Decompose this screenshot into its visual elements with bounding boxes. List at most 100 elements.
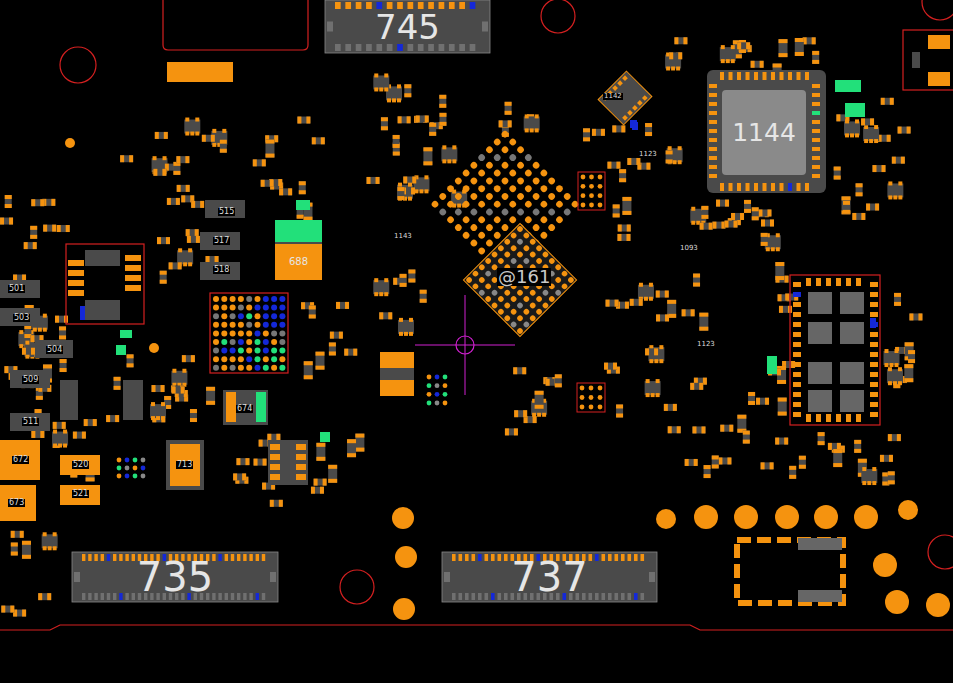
pin bbox=[641, 554, 645, 561]
pad bbox=[789, 466, 796, 470]
component-body bbox=[737, 42, 750, 49]
pad bbox=[261, 180, 265, 187]
ic-body bbox=[441, 147, 457, 161]
ball bbox=[461, 184, 470, 193]
ball bbox=[117, 466, 122, 471]
ball bbox=[541, 301, 549, 309]
pin bbox=[485, 593, 489, 600]
pin bbox=[793, 302, 801, 307]
component-body bbox=[176, 156, 189, 163]
pin bbox=[812, 129, 820, 133]
component-body bbox=[724, 221, 737, 228]
pad bbox=[188, 248, 192, 252]
ball bbox=[271, 305, 277, 311]
component-body bbox=[592, 129, 605, 136]
pad bbox=[164, 396, 171, 400]
pad bbox=[68, 280, 84, 286]
pin bbox=[627, 110, 633, 116]
ball bbox=[246, 313, 252, 319]
ball bbox=[503, 251, 511, 259]
pin bbox=[628, 554, 632, 561]
component-body bbox=[398, 116, 411, 123]
pad bbox=[345, 302, 349, 309]
pin bbox=[870, 392, 878, 397]
pin bbox=[113, 554, 116, 561]
pad bbox=[646, 393, 650, 397]
ball bbox=[522, 308, 530, 316]
pin bbox=[812, 147, 820, 151]
pad bbox=[712, 455, 719, 459]
ball bbox=[465, 276, 473, 284]
pad bbox=[862, 467, 866, 471]
ball bbox=[531, 176, 540, 185]
pad bbox=[68, 270, 84, 276]
pin bbox=[780, 183, 784, 191]
ic-body bbox=[42, 534, 58, 548]
component-body bbox=[31, 199, 44, 206]
ball bbox=[497, 257, 505, 265]
pad bbox=[403, 176, 407, 183]
ball bbox=[478, 263, 486, 271]
pad bbox=[125, 285, 141, 291]
ball bbox=[133, 474, 138, 479]
pad bbox=[612, 125, 616, 132]
pad bbox=[425, 115, 429, 122]
pad bbox=[297, 215, 304, 219]
component-body bbox=[748, 392, 755, 405]
pin bbox=[485, 554, 489, 561]
pad bbox=[676, 66, 680, 70]
ball bbox=[491, 289, 499, 297]
component-body bbox=[279, 188, 292, 195]
pad bbox=[685, 459, 689, 466]
ic-body bbox=[398, 320, 414, 334]
pin bbox=[472, 554, 476, 561]
pad bbox=[694, 459, 698, 466]
pad bbox=[818, 432, 825, 436]
pad bbox=[746, 42, 750, 49]
pad bbox=[161, 415, 165, 422]
ball bbox=[263, 348, 269, 354]
pin bbox=[125, 593, 128, 600]
pad bbox=[53, 422, 57, 429]
component-body bbox=[737, 415, 746, 433]
pad bbox=[186, 185, 190, 192]
pad bbox=[673, 404, 677, 411]
pad bbox=[533, 416, 537, 423]
pad bbox=[752, 207, 759, 211]
ball bbox=[221, 339, 227, 345]
pad bbox=[160, 271, 167, 275]
pin bbox=[345, 2, 351, 9]
ball bbox=[493, 168, 502, 177]
pad bbox=[423, 147, 432, 151]
pin bbox=[231, 554, 234, 561]
ball bbox=[427, 392, 432, 397]
pad bbox=[439, 122, 446, 126]
component-body bbox=[812, 51, 819, 64]
component-body bbox=[429, 123, 436, 136]
component-body bbox=[330, 332, 343, 339]
pin bbox=[428, 44, 434, 51]
pad bbox=[704, 474, 711, 478]
pad bbox=[399, 332, 403, 336]
component-body bbox=[265, 140, 274, 158]
pad bbox=[691, 221, 695, 225]
pad bbox=[63, 444, 67, 448]
pin bbox=[107, 593, 110, 600]
round-pad bbox=[898, 500, 918, 520]
pin bbox=[225, 593, 228, 600]
pad bbox=[220, 140, 227, 144]
ball bbox=[508, 215, 517, 224]
pin bbox=[335, 44, 341, 51]
test-point bbox=[835, 80, 861, 92]
pad bbox=[106, 415, 110, 422]
ball bbox=[484, 282, 492, 290]
pin bbox=[806, 278, 811, 286]
component-body bbox=[892, 157, 905, 164]
pad bbox=[31, 431, 35, 438]
ball bbox=[547, 176, 556, 185]
pad bbox=[784, 276, 788, 283]
part-label: 515 bbox=[218, 208, 235, 216]
connector-body bbox=[325, 0, 490, 53]
pad bbox=[872, 481, 876, 485]
pin bbox=[763, 72, 767, 80]
